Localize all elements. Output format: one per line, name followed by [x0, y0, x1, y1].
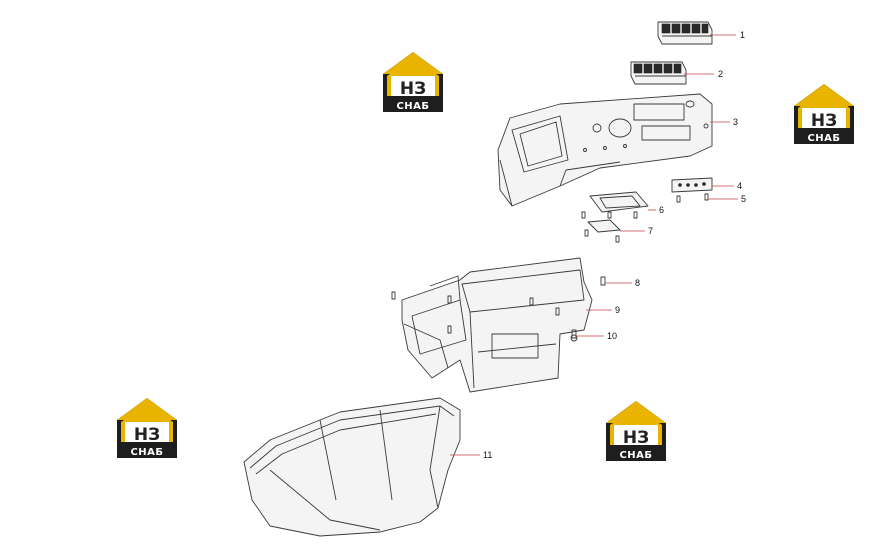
callout-number: 5 [741, 194, 746, 204]
logo-emblem-text: НЗ [400, 79, 426, 99]
callout-6: 6 [648, 205, 664, 215]
callout-number: 6 [659, 205, 664, 215]
logo-watermark: НЗ СНАБ [117, 398, 177, 458]
logo-watermark: НЗ СНАБ [794, 84, 854, 144]
callout-number: 2 [718, 69, 723, 79]
screw-part [676, 193, 709, 203]
callout-number: 4 [737, 181, 742, 191]
callout-number: 9 [615, 305, 620, 315]
callout-4: 4 [712, 181, 742, 191]
callout-11: 11 [450, 450, 492, 460]
logo-caption: СНАБ [396, 101, 429, 112]
logo-emblem-text: НЗ [623, 428, 649, 448]
callout-5: 5 [708, 194, 746, 204]
lower-cover-part [243, 397, 461, 537]
callout-number: 1 [740, 30, 745, 40]
callout-10: 10 [576, 331, 617, 341]
callout-number: 7 [648, 226, 653, 236]
logo-emblem-text: НЗ [134, 425, 160, 445]
support-frame-part [391, 257, 593, 393]
callout-1: 1 [710, 30, 745, 40]
dashboard-panel-part [497, 93, 713, 207]
callout-number: 11 [483, 450, 492, 460]
callout-number: 10 [607, 331, 617, 341]
callout-number: 3 [733, 117, 738, 127]
logo-watermark: НЗ СНАБ [383, 52, 443, 112]
bolt-part [600, 276, 606, 286]
callout-2: 2 [684, 69, 723, 79]
callout-number: 8 [635, 278, 640, 288]
logo-caption: СНАБ [807, 133, 840, 144]
callout-7: 7 [620, 226, 653, 236]
callout-8: 8 [605, 278, 640, 288]
bracket-part [584, 219, 621, 243]
bolt-lower-part [571, 329, 577, 339]
logo-emblem-text: НЗ [811, 111, 837, 131]
switch-block-top-part [657, 21, 713, 45]
mounting-plate-part [581, 191, 649, 219]
callout-9: 9 [586, 305, 620, 315]
switch-strip-part [671, 177, 713, 193]
callout-3: 3 [710, 117, 738, 127]
logo-caption: СНАБ [130, 447, 163, 458]
logo-watermark: НЗ СНАБ [606, 401, 666, 461]
switch-block-part [630, 61, 687, 85]
logo-caption: СНАБ [619, 450, 652, 461]
